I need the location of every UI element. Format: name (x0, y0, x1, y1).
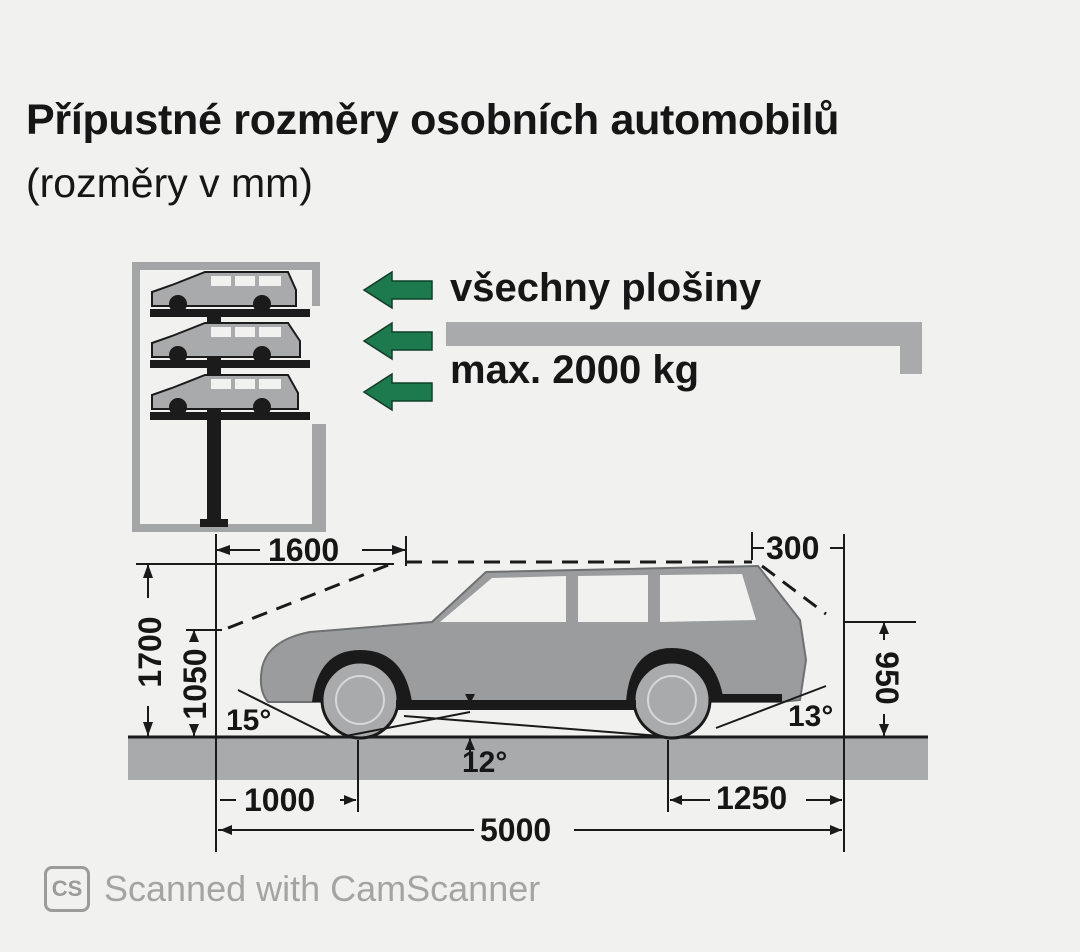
watermark-text: Scanned with CamScanner (104, 868, 541, 909)
clearance-envelope (227, 560, 827, 630)
max-weight-label: max. 2000 kg (450, 348, 700, 392)
camscanner-watermark: CS Scanned with CamScanner (44, 866, 540, 912)
arrow-left-icon (362, 270, 433, 310)
dim-1250: 1250 (716, 780, 788, 816)
bracket-bar (446, 322, 922, 374)
dimension-arrowheads (143, 545, 889, 835)
diagram-title: Přípustné rozměry osobních automobilů (26, 96, 840, 144)
dim-300: 300 (766, 530, 820, 566)
angle-front: 15° (226, 704, 272, 737)
mini-car-2 (151, 322, 301, 364)
car-window (578, 575, 648, 622)
platform-3 (150, 412, 310, 420)
arrows (362, 270, 433, 412)
arrow-left-icon (362, 321, 433, 361)
angle-under: 12° (462, 746, 508, 779)
camscanner-logo-icon: CS (44, 866, 90, 912)
ground (128, 736, 928, 780)
car-window (440, 576, 566, 622)
dim-1600: 1600 (268, 532, 340, 568)
dim-1700: 1700 (132, 616, 168, 688)
diagram-subtitle: (rozměry v mm) (26, 160, 313, 206)
dim-1050: 1050 (177, 648, 213, 720)
platform-1 (150, 309, 310, 317)
car-window (660, 574, 756, 622)
arrow-left-icon (362, 372, 433, 412)
dim-5000: 5000 (480, 812, 552, 848)
all-platforms-label: všechny plošiny (450, 266, 762, 310)
angle-rear: 13° (788, 700, 834, 733)
mini-car-1 (151, 271, 297, 313)
angle-lines (237, 685, 827, 737)
platform-2 (150, 360, 310, 368)
parking-tower (132, 262, 326, 532)
car-side-view (259, 564, 808, 740)
mini-car-3 (151, 374, 299, 416)
dim-950: 950 (869, 651, 905, 705)
dim-1000: 1000 (244, 782, 316, 818)
